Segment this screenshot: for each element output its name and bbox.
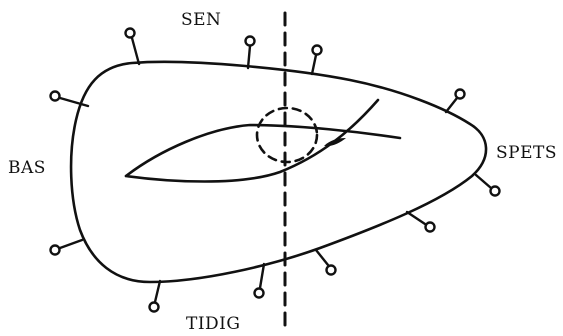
pin-icon	[126, 29, 135, 38]
crossing-tip	[324, 138, 346, 146]
label-bottom: TIDIG	[186, 314, 240, 334]
pin-icon	[51, 92, 60, 101]
pin-icon	[426, 223, 435, 232]
label-right: SPETS	[496, 143, 557, 163]
pin-icon	[51, 246, 60, 255]
pin-icon	[313, 46, 322, 55]
pin-icon	[246, 37, 255, 46]
pin-icon	[327, 266, 336, 275]
label-left: BAS	[8, 158, 46, 178]
pin-icon	[491, 187, 500, 196]
pin-icon	[456, 90, 465, 99]
pin-group	[51, 29, 500, 312]
pin-icon	[150, 303, 159, 312]
dashed-circle	[257, 108, 317, 162]
label-top: SEN	[181, 10, 221, 30]
pin-icon	[255, 289, 264, 298]
